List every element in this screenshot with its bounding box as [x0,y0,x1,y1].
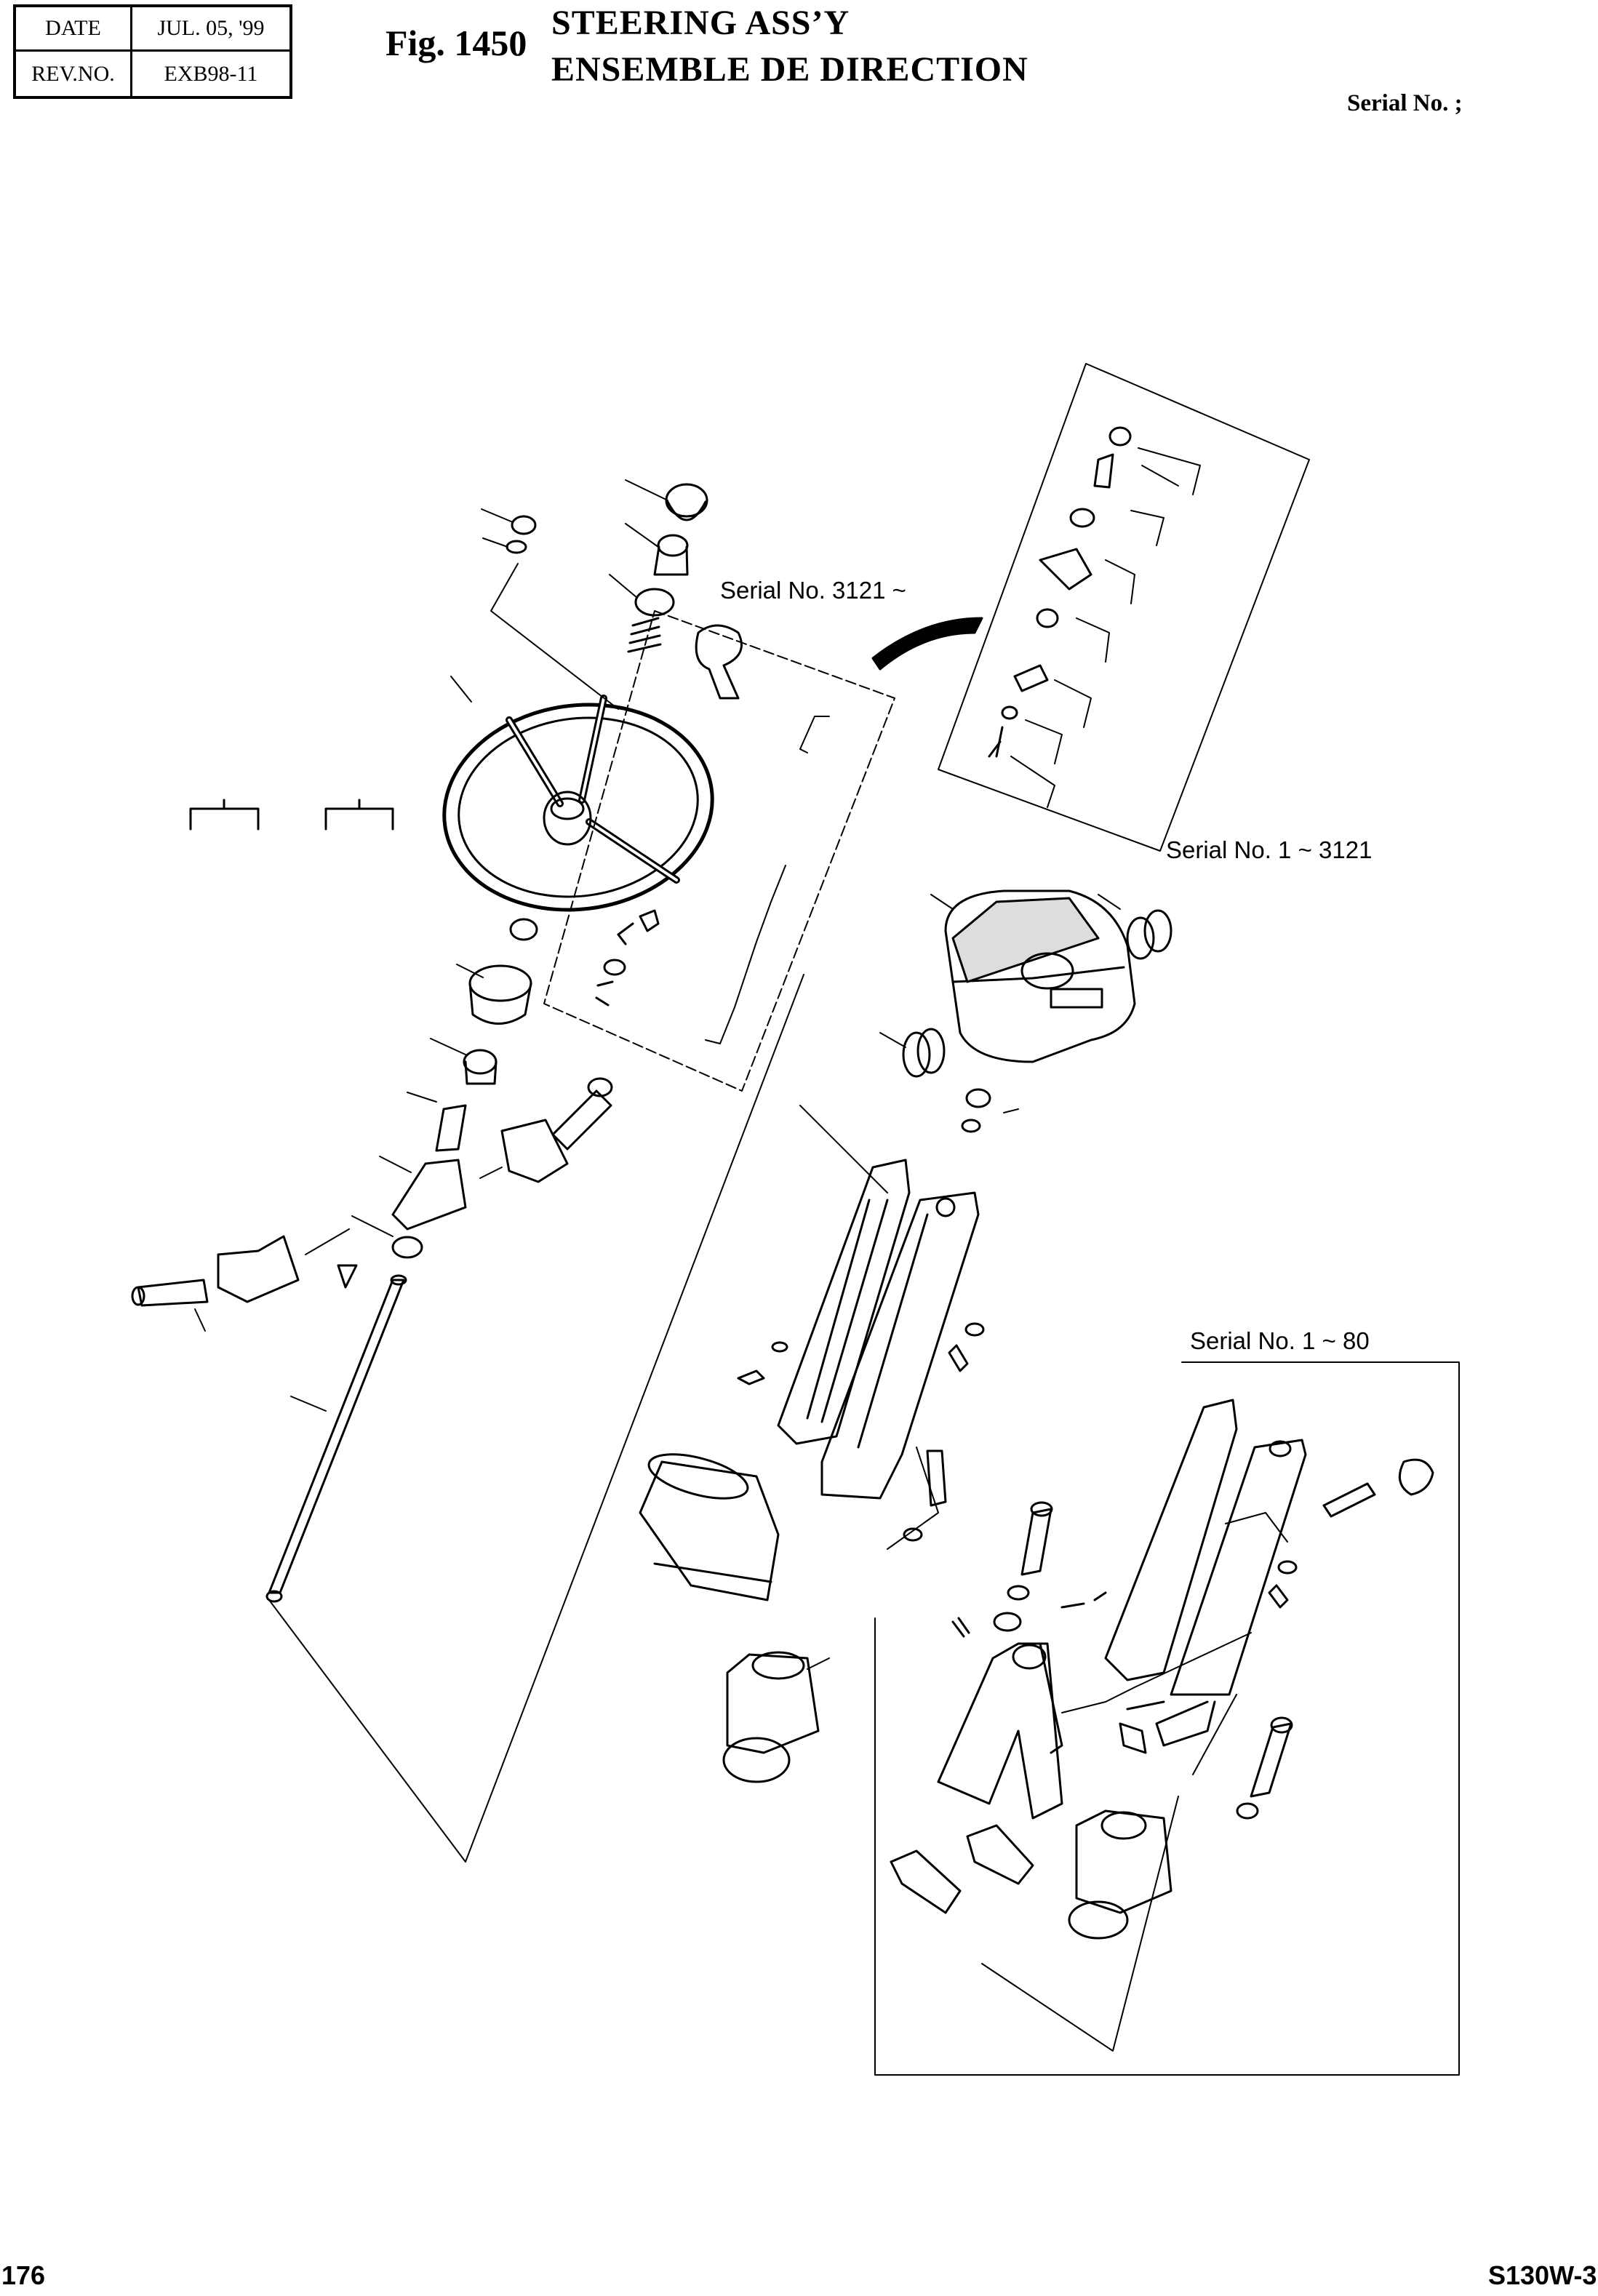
callout-serial-1-80: Serial No. 1 ~ 80 [1190,1327,1370,1354]
date-label: DATE [16,7,132,52]
callout-serial-3121-onward: Serial No. 3121 ~ [720,577,906,604]
instrument-cluster [879,889,1172,1133]
figure-number: Fig. 1450 [385,23,527,63]
leader-line-main [268,974,804,1863]
steering-wheel [442,676,714,912]
column-boot [639,1453,780,1601]
column-switches [131,1077,613,1332]
serial-1-80-inset [874,1361,1460,2076]
document-info-box: DATE JUL. 05, '99 REV.NO. EXB98-11 [13,4,292,99]
revision-label: REV.NO. [16,52,132,96]
column-brackets [737,1105,985,1550]
steering-valve-left [722,1651,830,1783]
serial-number-header: Serial No. ; [1347,90,1463,116]
page-title-english: STEERING ASS’Y [551,4,850,42]
leader-line-inset [1192,1694,1237,1775]
revision-value: EXB98-11 [164,61,258,86]
page-number: 176 [1,2260,46,2290]
model-code: S130W-3 [1488,2260,1597,2290]
column-bushings [351,918,538,1259]
index-bracket-markers [189,799,394,831]
steering-shaft [265,1264,407,1603]
page-title-french: ENSEMBLE DE DIRECTION [551,50,1028,89]
date-value: JUL. 05, '99 [132,7,289,52]
serial-3121-subassembly [543,610,983,1092]
callout-serial-1-3121: Serial No. 1 ~ 3121 [1166,836,1373,863]
horn-cap-parts [481,479,708,710]
serial-1-3121-inset [938,363,1310,852]
